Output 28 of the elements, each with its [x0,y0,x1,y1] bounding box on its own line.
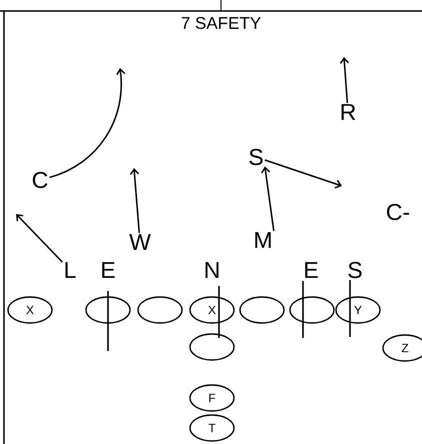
title: 7 SAFETY [182,16,261,30]
player-oval: Y [335,296,381,324]
arrow [49,68,126,178]
player-letter: R [342,104,356,120]
position-letter: C- [387,204,410,220]
player-oval [85,296,131,324]
player-letter: L [65,262,76,278]
player-oval: F [189,384,235,412]
player-letter: S [249,148,263,166]
player-letter: C [32,172,48,188]
player-oval [289,296,335,324]
player-oval [189,333,235,361]
player-oval: X [7,296,53,324]
player-letter: W [129,234,151,250]
arrow [16,214,63,263]
arrow [264,159,342,188]
position-letter: E [305,262,318,278]
arrow [130,168,140,233]
player-letter: M [255,232,271,248]
arrow [261,166,275,231]
position-letter: S [348,262,362,278]
position-letter: N [206,262,218,278]
player-oval: X [189,296,235,324]
player-oval [239,296,285,324]
arrow [340,57,349,103]
player-oval [137,296,183,324]
player-oval: T [189,414,235,442]
position-letter: E [102,262,115,278]
